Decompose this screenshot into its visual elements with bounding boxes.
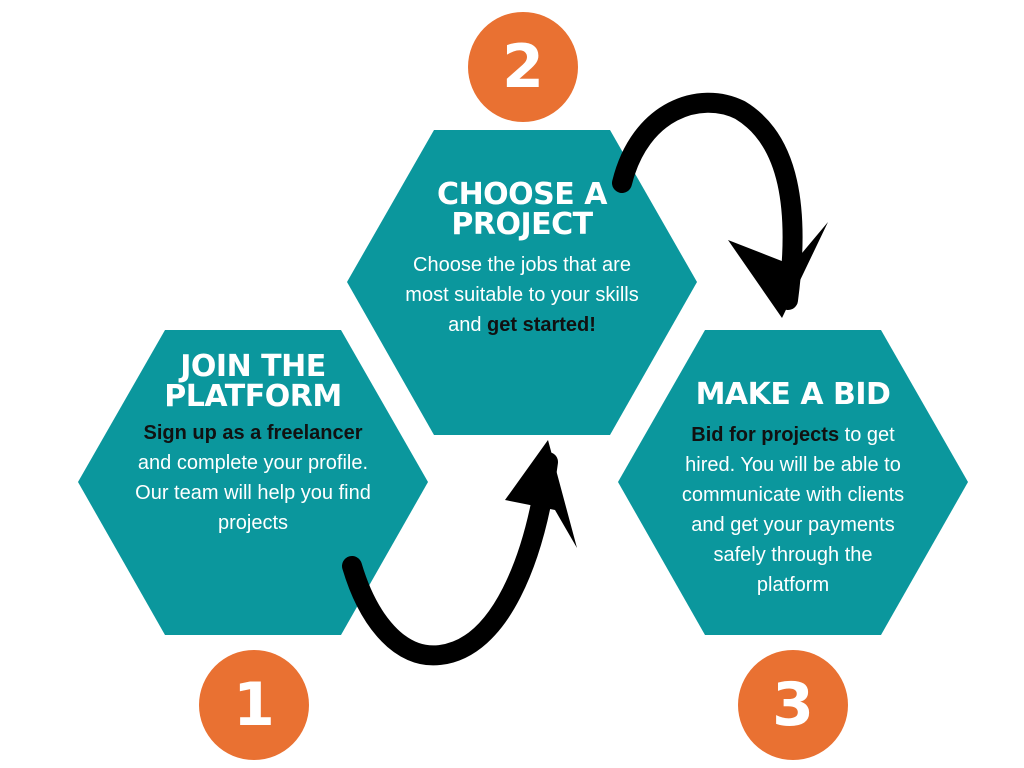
hexagon-shape: [78, 330, 428, 635]
step-3-number-badge: 3: [738, 650, 848, 760]
step-3-text: to get hired. You will be able to commun…: [681, 424, 905, 596]
hexagon-shape: [618, 330, 968, 635]
step-1-text: and complete your profile. Our team will…: [135, 452, 371, 534]
step-2-hexagon: CHOOSE A PROJECT Choose the jobs that ar…: [347, 130, 697, 435]
step-2-title-line: PROJECT: [451, 207, 593, 242]
step-2-title: CHOOSE A PROJECT: [402, 180, 642, 240]
step-2-bold-text: get started!: [487, 314, 596, 336]
step-1-title-line: JOIN THE: [180, 349, 326, 384]
step-1-title-line: PLATFORM: [164, 379, 342, 414]
step-2-text: Choose the jobs that are most suitable t…: [405, 254, 639, 336]
step-3-description: Bid for projects to get hired. You will …: [678, 420, 908, 600]
step-3-title: MAKE A BID: [678, 380, 908, 410]
step-3-bold-text: Bid for projects: [691, 424, 840, 446]
step-2-number-badge: 2: [468, 12, 578, 122]
hexagon-shape: [347, 130, 697, 435]
step-2-description: Choose the jobs that are most suitable t…: [402, 250, 642, 340]
step-1-title: JOIN THE PLATFORM: [133, 352, 373, 412]
step-2-title-line: CHOOSE A: [437, 177, 607, 212]
step-3-title-line: MAKE A BID: [695, 377, 891, 412]
step-1-bold-text: Sign up as a: [143, 422, 262, 444]
step-1-hexagon: JOIN THE PLATFORM Sign up as a freelance…: [78, 330, 428, 635]
step-1-description: Sign up as a freelancer and complete you…: [133, 418, 373, 538]
step-3-hexagon: MAKE A BID Bid for projects to get hired…: [618, 330, 968, 635]
step-1-bold-text: freelancer: [266, 422, 363, 444]
step-1-number-badge: 1: [199, 650, 309, 760]
